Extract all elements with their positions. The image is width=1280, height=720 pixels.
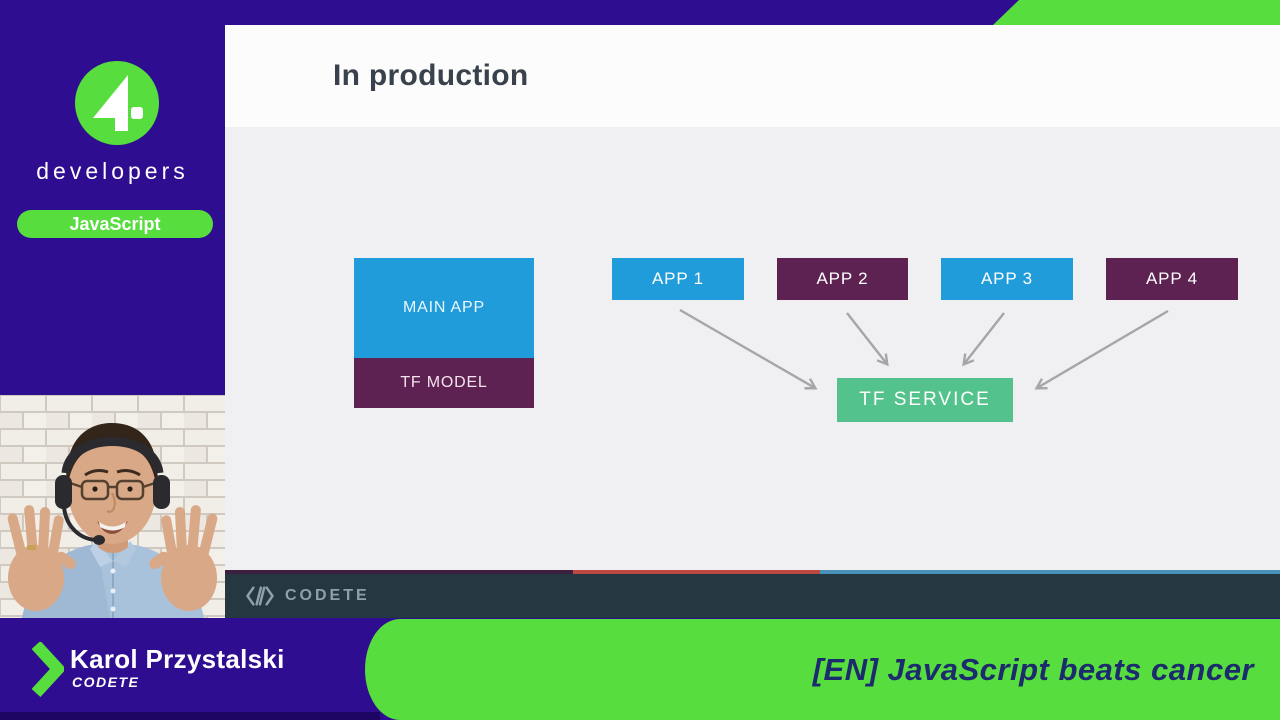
app1-box: APP 1 — [612, 258, 744, 300]
slide-accent-line-red — [573, 570, 820, 574]
codete-logo-icon — [246, 586, 274, 606]
left-hand — [7, 505, 76, 611]
speaker-company: CODETE — [72, 674, 140, 690]
main-app-box: MAIN APP — [354, 258, 534, 358]
speaker-webcam — [0, 395, 225, 618]
headset-icon — [55, 437, 170, 545]
event-logo-wordmark: developers — [36, 158, 189, 184]
presentation-slide: In production MAIN APP TF MODEL APP 1 AP… — [225, 25, 1280, 618]
chevron-right-icon — [31, 640, 67, 703]
app2-box: APP 2 — [777, 258, 908, 300]
app4-box: APP 4 — [1106, 258, 1238, 300]
slide-accent-line-dark — [225, 570, 573, 574]
flow-arrows — [679, 308, 1169, 390]
speaker-name: Karol Przystalski — [70, 644, 285, 674]
right-hand — [149, 505, 218, 611]
codete-brand-label: CODETE — [285, 587, 370, 604]
talk-title: [EN] JavaScript beats cancer — [812, 651, 1254, 687]
banner-bottom-strip — [0, 712, 380, 720]
slide-title: In production — [333, 59, 529, 92]
event-logo-icon — [75, 61, 159, 145]
top-accent-band — [993, 0, 1280, 25]
slide-footer: CODETE — [225, 574, 1280, 618]
four-logo-icon — [75, 61, 159, 145]
track-badge-label: JavaScript — [69, 213, 161, 234]
slide-accent-line-blue — [820, 570, 1280, 574]
app3-box: APP 3 — [941, 258, 1073, 300]
speaker-illustration — [0, 395, 225, 618]
talk-title-panel: [EN] JavaScript beats cancer — [365, 619, 1280, 720]
slide-header: In production — [225, 25, 1280, 127]
tf-model-box: TF MODEL — [354, 358, 534, 408]
track-badge: JavaScript — [17, 210, 213, 238]
tf-service-box: TF SERVICE — [837, 378, 1013, 422]
